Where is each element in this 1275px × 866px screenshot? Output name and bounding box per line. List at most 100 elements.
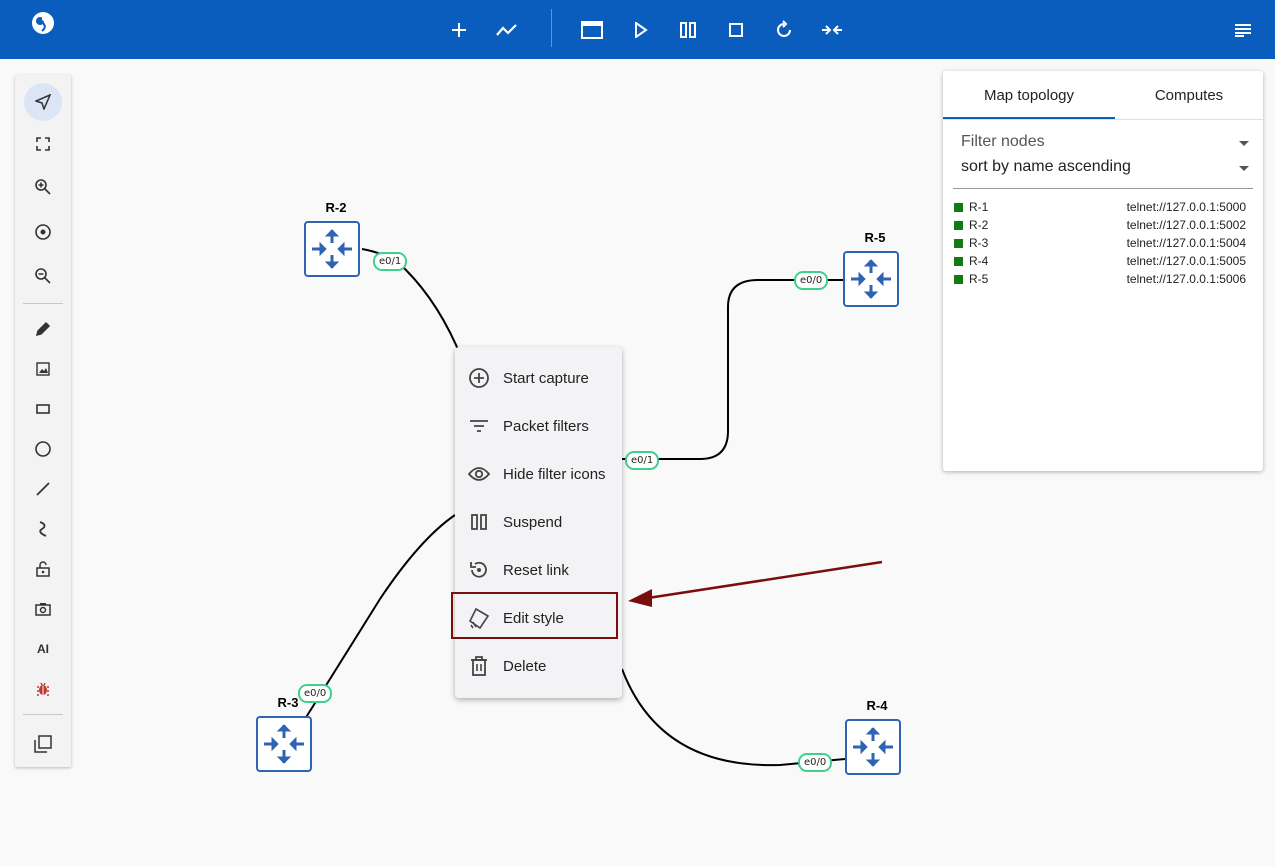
node-label-r4: R-4: [866, 698, 888, 713]
menu-item-hide-filter-icons[interactable]: Hide filter icons: [455, 450, 622, 498]
app-logo-icon[interactable]: [30, 10, 56, 36]
console-button[interactable]: [572, 10, 612, 50]
toolbar-divider: [551, 9, 552, 47]
link-r5[interactable]: [622, 279, 843, 460]
start-all-button[interactable]: [621, 10, 661, 50]
node-console-url[interactable]: telnet://127.0.0.1:5004: [1126, 236, 1246, 250]
sort-label: sort by name ascending: [961, 158, 1131, 175]
image-icon: [36, 362, 50, 376]
router-icon: [264, 724, 304, 764]
node-console-url[interactable]: telnet://127.0.0.1:5000: [1126, 200, 1246, 214]
debug-button[interactable]: [23, 671, 63, 707]
node-label-r2: R-2: [325, 200, 347, 215]
node-console-url[interactable]: telnet://127.0.0.1:5005: [1126, 254, 1246, 268]
node-list-item[interactable]: R-2 telnet://127.0.0.1:5002: [954, 218, 1246, 236]
circle-icon: [35, 441, 51, 457]
filter-icon: [467, 414, 491, 438]
collapse-button[interactable]: [812, 10, 852, 50]
layers-button[interactable]: [23, 726, 63, 762]
select-tool-button[interactable]: [24, 83, 62, 121]
menu-item-label: Edit style: [503, 609, 564, 627]
router-icon: [312, 229, 352, 269]
node-label-r3: R-3: [277, 695, 299, 710]
node-list-item[interactable]: R-4 telnet://127.0.0.1:5005: [954, 254, 1246, 272]
zoom-out-button[interactable]: [23, 258, 63, 294]
draw-text-button[interactable]: [23, 311, 63, 347]
node-console-url[interactable]: telnet://127.0.0.1:5002: [1126, 218, 1246, 232]
node-name: R-5: [969, 272, 989, 286]
router-r5[interactable]: [843, 251, 899, 307]
port-label-r3-e00[interactable]: e0/0: [298, 684, 333, 703]
ai-assistant-button[interactable]: AI: [23, 631, 63, 667]
target-icon: [35, 224, 51, 240]
copy-layers-icon: [34, 735, 52, 753]
filter-nodes-select[interactable]: Filter nodes: [961, 133, 1253, 157]
draw-ellipse-button[interactable]: [23, 431, 63, 467]
collapse-icon: [822, 25, 842, 35]
add-link-button[interactable]: [487, 10, 527, 50]
fit-to-screen-button[interactable]: [23, 126, 63, 162]
menu-item-label: Start capture: [503, 369, 589, 387]
navigation-arrow-icon: [35, 94, 51, 110]
tools-divider: [23, 303, 63, 304]
router-icon: [851, 259, 891, 299]
sort-select[interactable]: sort by name ascending: [961, 158, 1253, 182]
node-list-item[interactable]: R-3 telnet://127.0.0.1:5004: [954, 236, 1246, 254]
line-icon: [36, 482, 50, 496]
reload-icon: [777, 20, 791, 37]
router-r3[interactable]: [256, 716, 312, 772]
active-tab-indicator: [943, 117, 1115, 119]
router-r4[interactable]: [845, 719, 901, 775]
draw-line-button[interactable]: [23, 471, 63, 507]
tab-computes[interactable]: Computes: [1154, 86, 1224, 104]
draw-rectangle-button[interactable]: [23, 391, 63, 427]
links-layer: [304, 248, 883, 767]
menu-item-delete[interactable]: Delete: [455, 642, 622, 690]
play-icon: [635, 22, 648, 38]
link-r3[interactable]: [304, 514, 456, 720]
menu-item-suspend[interactable]: Suspend: [455, 498, 622, 546]
router-icon: [853, 727, 893, 767]
node-list-item[interactable]: R-5 telnet://127.0.0.1:5006: [954, 272, 1246, 290]
tab-map-topology[interactable]: Map topology: [983, 86, 1075, 104]
chevron-down-icon: [1239, 141, 1249, 146]
menu-item-reset-link[interactable]: Reset link: [455, 546, 622, 594]
pause-icon: [467, 510, 491, 534]
port-label-r2-e01[interactable]: e0/1: [373, 252, 408, 271]
node-console-url[interactable]: telnet://127.0.0.1:5006: [1126, 272, 1246, 286]
port-label-r4-e00[interactable]: e0/0: [798, 753, 833, 772]
menu-item-packet-filters[interactable]: Packet filters: [455, 402, 622, 450]
link-graph-icon: [496, 24, 517, 36]
stop-icon: [729, 23, 743, 37]
lock-button[interactable]: [23, 551, 63, 587]
zoom-in-button[interactable]: [23, 169, 63, 205]
screenshot-button[interactable]: [23, 591, 63, 627]
link-r4[interactable]: [621, 668, 846, 767]
node-list-item[interactable]: R-1 telnet://127.0.0.1:5000: [954, 200, 1246, 218]
menu-item-label: Delete: [503, 657, 547, 675]
port-label-mid-e01[interactable]: e0/1: [625, 451, 660, 470]
reset-zoom-button[interactable]: [23, 214, 63, 250]
status-indicator: [954, 275, 963, 284]
menu-item-start-capture[interactable]: Start capture: [455, 354, 622, 402]
window-icon: [581, 21, 603, 39]
menu-button[interactable]: [1223, 10, 1263, 50]
add-node-button[interactable]: [439, 10, 479, 50]
menu-item-label: Packet filters: [503, 417, 589, 435]
draw-curve-button[interactable]: [23, 511, 63, 547]
suspend-all-button[interactable]: [668, 10, 708, 50]
bug-icon: [37, 682, 49, 696]
topology-canvas[interactable]: R-2 e0/1 R-5 e0/0 e0/1 R-3: [0, 59, 1275, 866]
node-name: R-1: [969, 200, 989, 214]
tools-divider: [23, 714, 63, 715]
list-menu-icon: [1235, 24, 1251, 37]
tab-underline: [943, 119, 1263, 120]
zoom-in-icon: [35, 179, 51, 195]
stop-all-button[interactable]: [716, 10, 756, 50]
reload-all-button[interactable]: [764, 10, 804, 50]
status-indicator: [954, 203, 963, 212]
insert-image-button[interactable]: [23, 351, 63, 387]
router-r2[interactable]: [304, 221, 360, 277]
menu-item-edit-style[interactable]: Edit style: [455, 594, 622, 642]
port-label-r5-e00[interactable]: e0/0: [794, 271, 829, 290]
